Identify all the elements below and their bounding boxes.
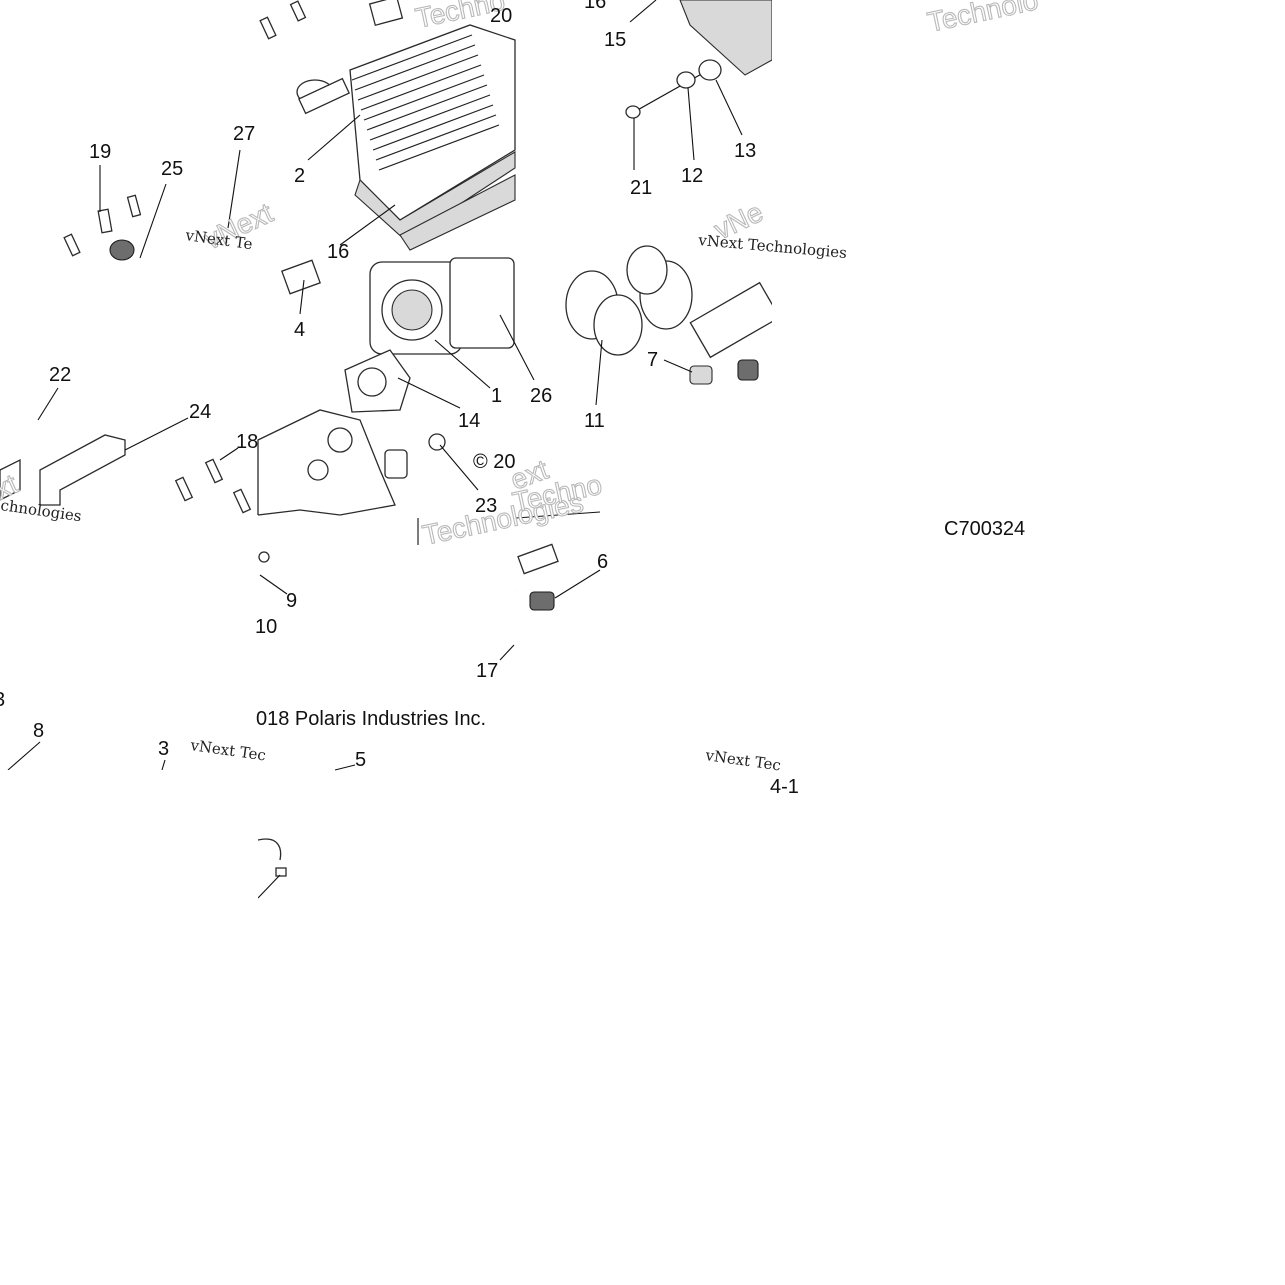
intake-tube-clamps [565,245,781,385]
leader-lines [7,0,743,899]
callout-17: 17 [476,660,498,682]
callout-21: 21 [630,177,652,199]
drawing-code: C700324 [944,518,1025,540]
sheet-mark: 4-1 [770,776,799,798]
callout-23: 23 [475,495,497,517]
callout-27: 27 [233,123,255,145]
intercooler-assembly [296,0,516,251]
callout-11: 11 [584,410,605,432]
callout-15: 15 [604,29,626,51]
callout-26: 26 [530,385,552,407]
callout-9: 9 [286,590,297,612]
watermark-script-3: vNext Tec [188,736,267,765]
callout-3-edge: 3 [0,689,5,711]
cylinder-head-manifold [257,409,446,516]
throttle-body [281,257,515,413]
callout-12: 12 [681,165,703,187]
callout-numbers: 20 15 16 13 12 21 19 25 27 2 16 4 1 14 2… [0,0,756,771]
mounting-bracket [0,434,252,514]
callout-22: 22 [49,364,71,386]
callout-2: 2 [294,165,305,187]
callout-10: 10 [255,616,277,638]
drawing-notes: © 20 018 Polaris Industries Inc. C700324… [256,451,1025,798]
callout-24: 24 [189,401,211,423]
callout-3: 3 [158,738,169,760]
callout-20: 20 [490,5,512,27]
callout-18: 18 [236,431,258,453]
callout-16-top: 16 [584,0,606,13]
callout-6: 6 [597,551,608,573]
copyright-line: 018 Polaris Industries Inc. [256,708,486,730]
callout-7: 7 [647,349,658,371]
fuel-injector [517,543,559,611]
callout-16: 16 [327,241,349,263]
callout-1: 1 [491,385,502,407]
callout-5: 5 [355,749,366,771]
breather-hose [257,518,516,877]
callout-8: 8 [33,720,44,742]
callout-19: 19 [89,141,111,163]
fastener-group-top [63,0,307,261]
callout-25: 25 [161,158,183,180]
bracket-assembly [625,0,773,119]
copyright-fragment: © 20 [473,451,516,473]
callout-14: 14 [458,410,480,432]
callout-13: 13 [734,140,756,162]
callout-4: 4 [294,319,305,341]
